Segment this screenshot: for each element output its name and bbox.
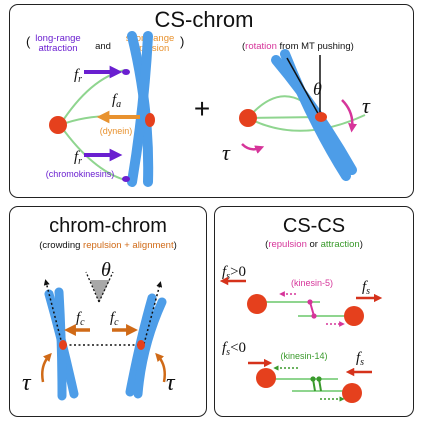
kinesin5-label: (kinesin-5)	[291, 278, 333, 288]
centrosome-cscs-bottom-right	[342, 383, 362, 403]
axis-arrow-right	[143, 281, 163, 345]
fs-top-condition: fs>0	[222, 264, 246, 282]
chrom-chrom-title: chrom-chrom	[49, 215, 167, 237]
centrosome-cscs-bottom-left	[256, 368, 276, 388]
kinetochore-cc-left	[59, 340, 67, 350]
torque-arrow-left	[241, 143, 265, 154]
microtubule-right-lower	[247, 114, 366, 132]
rotation-subtitle: (rotation from MT pushing)	[242, 41, 354, 52]
torque-arrow-right	[341, 99, 358, 133]
cs-chrom-title: CS-chrom	[154, 7, 253, 32]
plus-sign: +	[194, 93, 210, 124]
cs-cs-subtitle: (repulsion or attraction)	[265, 239, 363, 250]
dynein-label: (dynein)	[100, 126, 133, 136]
theta-label-cs-chrom: θ	[313, 79, 322, 99]
centrosome-left	[49, 116, 67, 134]
chromokinesin-bottom	[122, 176, 130, 182]
chrom-chrom-subtitle: (crowding repulsion + alignment)	[39, 240, 177, 251]
force-label-mid: fa	[112, 92, 121, 110]
panel-cs-chrom	[9, 4, 414, 198]
attraction-label: attraction	[38, 43, 77, 54]
theta-label-chrom-chrom: θ	[101, 259, 111, 281]
panel-cs-cs	[214, 206, 414, 417]
tau-label-left: τ	[222, 140, 231, 165]
tau-label-right: τ	[362, 93, 371, 118]
axis-arrow-left	[43, 279, 63, 345]
fs-bottom-condition: fs<0	[222, 340, 246, 358]
theta-wedge-line-left	[85, 271, 100, 303]
kinesin5-head-top	[307, 299, 313, 305]
centrosome-right	[239, 109, 257, 127]
centrosome-cscs-top-left	[247, 294, 267, 314]
fs-top-right: fs	[362, 279, 370, 297]
chromokinesin-top	[122, 69, 130, 75]
cs-chrom-paren-open: (	[26, 34, 31, 49]
centrosome-cscs-top-right	[344, 306, 364, 326]
kinetochore-right	[315, 112, 327, 122]
tau-label-cc-left: τ	[22, 370, 32, 396]
chromosome-cc-right-arm-b	[133, 297, 167, 399]
force-label-cc-right: fc	[110, 310, 119, 328]
kinetochore-left	[145, 113, 155, 127]
kinesin5-head-bottom	[311, 313, 317, 319]
fs-bottom-right: fs	[356, 350, 364, 368]
tau-label-cc-right: τ	[166, 370, 176, 396]
chromokinesins-label: (chromokinesins)	[46, 169, 115, 179]
cs-cs-title: CS-CS	[283, 215, 345, 237]
torque-arrow-cc-right	[155, 352, 166, 383]
chromosome-left-arm-b	[127, 31, 153, 187]
long-range-label: long-range	[35, 33, 80, 44]
microtubule-bottom	[59, 124, 126, 181]
cs-chrom-paren-close: )	[180, 34, 184, 49]
kinesin14-head-a	[310, 376, 316, 382]
torque-arrow-cc-left	[41, 352, 52, 383]
theta-wedge	[90, 280, 110, 302]
panel-chrom-chrom	[9, 206, 207, 417]
force-label-bottom: fr	[74, 149, 82, 167]
chromosome-right-arm-b	[280, 49, 351, 181]
kinesin14-label: (kinesin-14)	[280, 351, 327, 361]
and-label: and	[95, 41, 111, 52]
kinetochore-cc-right	[137, 340, 145, 350]
theta-wedge-line-right	[98, 271, 114, 303]
kinesin14-head-b	[316, 376, 322, 382]
force-label-top: fr	[74, 67, 82, 85]
theta-line-chromosome	[286, 57, 321, 118]
force-label-cc-left: fc	[76, 310, 85, 328]
